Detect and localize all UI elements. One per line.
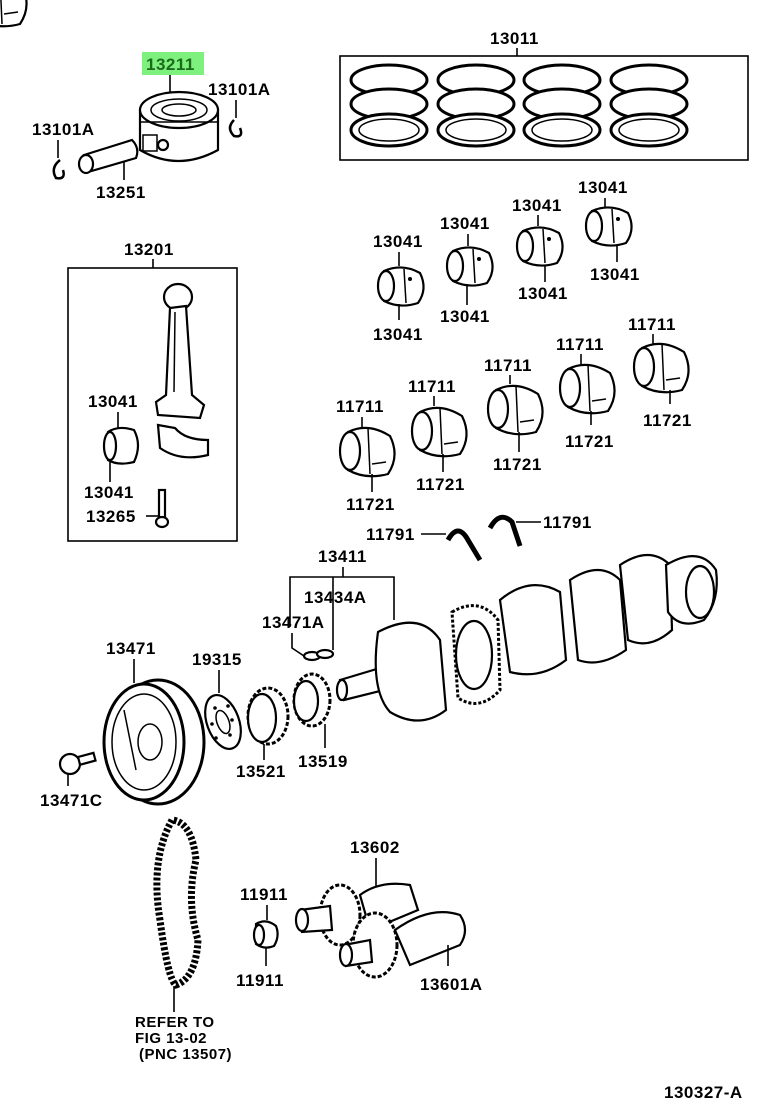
label-conrod-bearing-4-bot[interactable]: 13041 <box>590 265 640 284</box>
label-conrod-bolt[interactable]: 13265 <box>86 507 136 526</box>
label-main-bearing-1-top[interactable]: 11711 <box>336 397 384 416</box>
label-piston-pin[interactable]: 13251 <box>96 183 146 202</box>
label-main-bearing-2-top[interactable]: 11711 <box>408 377 456 396</box>
label-thrust-washer-right[interactable]: 11791 <box>543 513 592 532</box>
label-camshaft-bearing-top[interactable]: 11911 <box>240 885 288 904</box>
label-pulley-bolt[interactable]: 13471C <box>40 791 103 810</box>
selected-part-highlight <box>142 52 204 75</box>
label-conrod-bearing-3-top[interactable]: 13041 <box>512 196 562 215</box>
conrod-bearing-icon[interactable] <box>445 246 494 287</box>
label-conrod-bearing-upper[interactable]: 13041 <box>88 392 138 411</box>
main-bearing-icon[interactable] <box>410 406 468 458</box>
label-conrod-bearing-3-bot[interactable]: 13041 <box>518 284 568 303</box>
label-crank-key[interactable]: 13434A <box>304 588 367 607</box>
figure-id: 130327-A <box>664 1083 743 1102</box>
conrod-group: 13201 13041 13041 13265 <box>67 240 238 542</box>
camshaft-group: 11911 11911 13602 13601A <box>236 838 483 994</box>
conrod-bolt-icon[interactable] <box>154 488 170 529</box>
label-thrust-washer-left[interactable]: 11791 <box>366 525 415 544</box>
label-camshaft-gear[interactable]: 13602 <box>350 838 400 857</box>
crank-sprocket-icon[interactable] <box>292 672 332 728</box>
label-snap-ring-left[interactable]: 13101A <box>32 120 95 139</box>
label-conrod-bearing-2-bot[interactable]: 13041 <box>440 307 490 326</box>
label-plate[interactable]: 19315 <box>192 650 242 669</box>
label-conrod-assy[interactable]: 13201 <box>124 240 174 259</box>
label-crank-sprocket[interactable]: 13519 <box>298 752 348 771</box>
chain-note-line2: FIG 13-02 <box>135 1030 207 1047</box>
label-conrod-bearing-4-top[interactable]: 13041 <box>578 178 628 197</box>
conrod-bearings-group: 13041 13041 13041 13041 13041 13041 1304… <box>0 0 640 344</box>
thrust-washer-icon[interactable] <box>445 528 483 562</box>
ring-set-group: 13011 <box>339 29 749 161</box>
label-snap-ring-right[interactable]: 13101A <box>208 80 271 99</box>
piston-ring-set-icon[interactable] <box>349 63 689 148</box>
main-bearing-icon[interactable] <box>632 342 690 394</box>
bolt-icon[interactable] <box>58 751 97 776</box>
plate-icon[interactable] <box>198 690 247 754</box>
label-main-bearing-5-top[interactable]: 11711 <box>628 315 676 334</box>
chain-note-line3: (PNC 13507) <box>139 1046 232 1063</box>
label-conrod-bearing-lower[interactable]: 13041 <box>84 483 134 502</box>
snap-ring-icon[interactable] <box>52 159 65 180</box>
label-main-bearing-3-bot[interactable]: 11721 <box>493 455 542 474</box>
label-camshaft-bearing-bot[interactable]: 11911 <box>236 971 284 990</box>
conrod-bearing-icon[interactable] <box>102 426 140 465</box>
snap-ring-icon[interactable] <box>228 119 243 138</box>
label-ring-set[interactable]: 13011 <box>490 29 539 48</box>
main-bearings-group: 11711 11721 11711 11721 11711 11721 1171… <box>0 0 692 514</box>
camshaft-icon[interactable] <box>294 882 467 979</box>
main-bearing-icon[interactable] <box>558 363 616 415</box>
label-crank-pulley[interactable]: 13471 <box>106 639 156 658</box>
thrust-washers-group: 11791 11791 <box>366 513 592 562</box>
piston-pin-icon[interactable] <box>77 138 139 175</box>
crank-gear-icon[interactable] <box>246 686 290 746</box>
main-bearing-icon[interactable] <box>338 426 396 478</box>
conrod-bearing-icon[interactable] <box>376 266 425 307</box>
label-camshaft[interactable]: 13601A <box>420 975 483 994</box>
piston-group: 13211 13101A 13101A 13251 <box>32 52 271 202</box>
crankshaft-group: 13411 13434A 13471A <box>262 547 718 722</box>
label-main-bearing-4-bot[interactable]: 11721 <box>565 432 614 451</box>
label-crank-gear[interactable]: 13521 <box>236 762 286 781</box>
label-main-bearing-5-bot[interactable]: 11721 <box>643 411 692 430</box>
piston-icon[interactable] <box>138 90 220 163</box>
timing-chain-icon[interactable] <box>153 816 202 989</box>
timing-chain-group: REFER TO FIG 13-02 (PNC 13507) <box>135 816 232 1063</box>
camshaft-bearing-icon[interactable] <box>252 920 279 949</box>
connecting-rod-icon[interactable] <box>154 282 210 459</box>
pulley-group: 13471 13471C 19315 13521 <box>40 639 348 810</box>
label-conrod-bearing-2-top[interactable]: 13041 <box>440 214 490 233</box>
label-main-bearing-3-top[interactable]: 11711 <box>484 356 532 375</box>
conrod-bearing-icon[interactable] <box>515 226 564 267</box>
label-main-bearing-1-bot[interactable]: 11721 <box>346 495 395 514</box>
conrod-bearing-icon[interactable] <box>584 206 633 247</box>
crankshaft-icon[interactable] <box>335 553 718 722</box>
label-main-bearing-2-bot[interactable]: 11721 <box>416 475 465 494</box>
label-conrod-bearing-1-top[interactable]: 13041 <box>373 232 423 251</box>
chain-note-line1: REFER TO <box>135 1014 215 1031</box>
thrust-washer-icon[interactable] <box>487 514 523 547</box>
main-bearing-icon[interactable] <box>486 384 544 436</box>
crank-pulley-icon[interactable] <box>102 678 206 806</box>
label-pulley-key[interactable]: 13471A <box>262 613 325 632</box>
label-main-bearing-4-top[interactable]: 11711 <box>556 335 604 354</box>
label-piston[interactable]: 13211 <box>146 55 195 74</box>
key-icon[interactable] <box>302 648 335 662</box>
label-crankshaft[interactable]: 13411 <box>318 547 367 566</box>
label-conrod-bearing-1-bot[interactable]: 13041 <box>373 325 423 344</box>
